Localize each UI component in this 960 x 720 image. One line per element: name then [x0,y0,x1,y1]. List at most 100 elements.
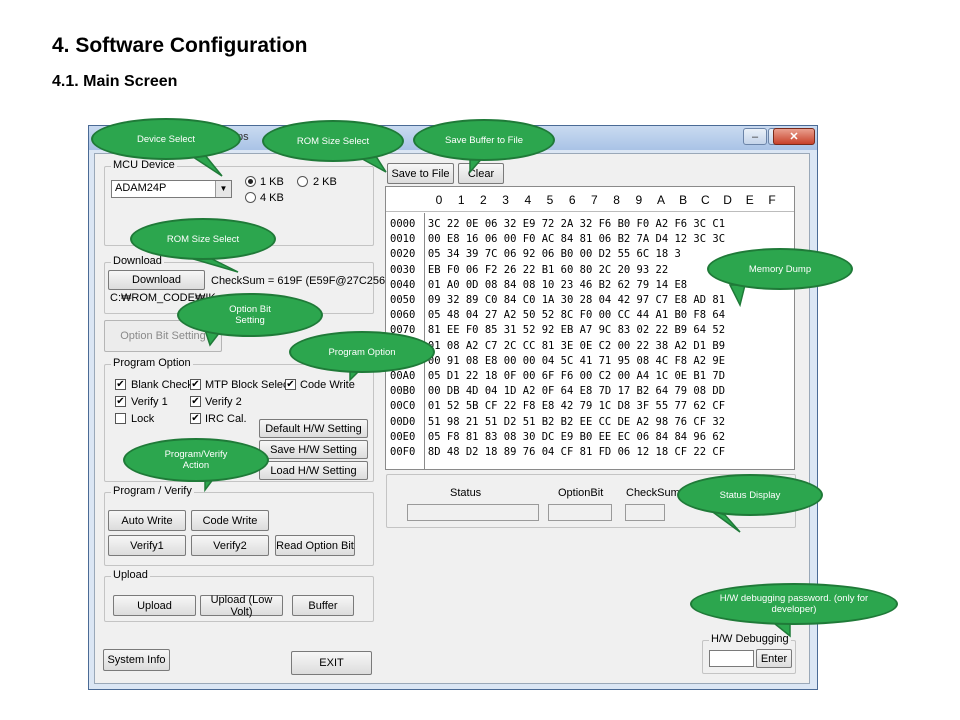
lock-label: Lock [131,413,155,425]
mcu-device-label: MCU Device [111,159,177,171]
verify1-label: Verify 1 [131,396,168,408]
irc-cal-checkbox[interactable]: ✔ [190,413,201,424]
enter-button[interactable]: Enter [756,649,792,668]
download-label: Download [111,255,164,267]
save-hw-setting-button[interactable]: Save H/W Setting [259,440,368,459]
memory-column-8: 8 [613,193,620,207]
memory-column-E: E [745,193,754,207]
callout-rom-size-select-left: ROM Size Select [130,218,276,260]
memory-row: 0020 05 34 39 7C 06 92 06 B0 00 D2 55 6C… [390,248,681,261]
hw-debugging-label: H/W Debugging [709,633,791,645]
tail-rom-size-left [189,257,239,273]
memory-row: 0010 00 E8 16 06 00 F0 AC 84 81 06 B2 7A… [390,233,726,246]
load-hw-setting-button[interactable]: Load H/W Setting [259,461,368,480]
memory-row: 0000 3C 22 0E 06 32 E9 72 2A 32 F6 B0 F0… [390,218,726,230]
rom-1kb-radio[interactable] [245,176,256,187]
status-field [407,504,539,521]
callout-option-bit: Option Bit Setting [177,293,323,337]
option-bit-setting-button[interactable]: Option Bit Setting [104,320,222,352]
checksum-field [625,504,665,521]
device-value: ADAM24P [115,182,167,194]
upload-low-volt-button[interactable]: Upload (Low Volt) [200,594,283,618]
minimize-button[interactable]: – [743,128,767,145]
mtp-block-select-checkbox[interactable]: ✔ [190,379,201,390]
irc-cal-label: IRC Cal. [205,413,247,425]
blank-check-checkbox[interactable]: ✔ [115,379,126,390]
download-button[interactable]: Download [108,270,205,290]
callout-rom-size-select-top: ROM Size Select [262,120,404,162]
memory-row: 0070 81 EE F0 85 31 52 92 EB A7 9C 83 02… [390,324,726,337]
memory-column-5: 5 [546,193,554,207]
code-write-button[interactable]: Code Write [191,510,269,531]
download-path: C:₩ROM_CODE₩IK [110,292,216,304]
rom-1kb-label: 1 KB [260,176,284,188]
memory-row: 00B0 00 DB 4D 04 1D A2 0F 64 E8 7D 17 B2… [390,385,726,398]
system-info-button[interactable]: System Info [103,649,170,671]
window-title: ps [237,131,249,143]
program-option-label: Program Option [111,357,193,369]
verify1-checkbox[interactable]: ✔ [115,396,126,407]
memory-row: 00D0 51 98 21 51 D2 51 B2 B2 EE CC DE A2… [390,415,726,428]
memory-row: 0060 05 48 04 27 A2 50 52 8C F0 00 CC 44… [390,309,726,322]
hw-debugging-group: H/W Debugging [702,633,796,674]
doc-title: 4. Software Configuration [52,34,308,57]
rom-2kb-label: 2 KB [313,176,337,188]
upload-label: Upload [111,569,150,581]
program-option-group: Program Option [104,357,374,482]
checksum-text: CheckSum = 619F (E59F@27C256) [211,275,389,287]
verify2-button[interactable]: Verify2 [191,535,269,556]
lock-checkbox[interactable] [115,413,126,424]
callout-status-display: Status Display [677,474,823,516]
rom-4kb-label: 4 KB [260,192,284,204]
checksum-label: CheckSum [626,487,680,499]
memory-row: 0040 01 A0 0D 08 84 08 10 23 46 B2 62 79… [390,278,688,291]
memory-column-7: 7 [591,193,598,207]
rom-2kb-radio[interactable] [297,176,308,187]
memory-row: 0050 09 32 89 C0 84 C0 1A 30 28 04 42 97… [390,294,726,307]
hw-password-input[interactable] [709,650,754,667]
memory-column-B: B [679,193,688,207]
status-label: Status [450,487,482,499]
callout-program-option: Program Option [289,331,435,373]
callout-save-buffer: Save Buffer to File [413,119,555,161]
read-option-bit-button[interactable]: Read Option Bit [275,535,355,556]
callout-hw-password: H/W debugging password. (only for develo… [690,583,898,625]
mtp-block-select-label: MTP Block Select [205,379,292,391]
memory-row: 00A0 05 D1 22 18 0F 00 6F F6 00 C2 00 A4… [390,370,726,383]
callout-device-select: Device Select [91,118,241,160]
tail-memory-dump [728,284,746,308]
memory-column-1: 1 [457,193,465,207]
memory-column-9: 9 [635,193,643,207]
upload-group: Upload [104,569,374,622]
memory-column-C: C [701,193,710,207]
memory-row: 0030 EB F0 06 F2 26 22 B1 60 80 2C 20 93… [390,263,669,276]
auto-write-button[interactable]: Auto Write [108,510,186,531]
rom-4kb-radio[interactable] [245,192,256,203]
memory-column-F: F [768,193,776,207]
device-select[interactable]: ADAM24P ▼ [111,180,232,198]
buffer-button[interactable]: Buffer [292,595,354,616]
memory-column-D: D [723,193,732,207]
memory-row: 00C0 01 52 5B CF 22 F8 E8 42 79 1C D8 3F… [390,400,726,413]
verify1-button[interactable]: Verify1 [108,535,186,556]
chevron-down-icon[interactable]: ▼ [215,181,231,197]
optionbit-label: OptionBit [558,487,604,499]
memory-column-3: 3 [502,193,509,207]
default-hw-setting-button[interactable]: Default H/W Setting [259,419,368,438]
program-verify-label: Program / Verify [111,485,194,497]
upload-button[interactable]: Upload [113,595,196,616]
close-button[interactable]: ✕ [773,128,815,145]
code-write-checkbox[interactable]: ✔ [285,379,296,390]
memory-column-6: 6 [568,193,576,207]
verify2-checkbox[interactable]: ✔ [190,396,201,407]
doc-subtitle: 4.1. Main Screen [52,73,178,90]
memory-column-0: 0 [435,193,443,207]
optionbit-field [548,504,612,521]
memory-column-4: 4 [524,193,532,207]
memory-column-2: 2 [480,193,487,207]
save-to-file-button[interactable]: Save to File [387,163,454,184]
memory-rows: 0000 3C 22 0E 06 32 E9 72 2A 32 F6 B0 F0… [390,217,725,460]
exit-button[interactable]: EXIT [291,651,372,675]
